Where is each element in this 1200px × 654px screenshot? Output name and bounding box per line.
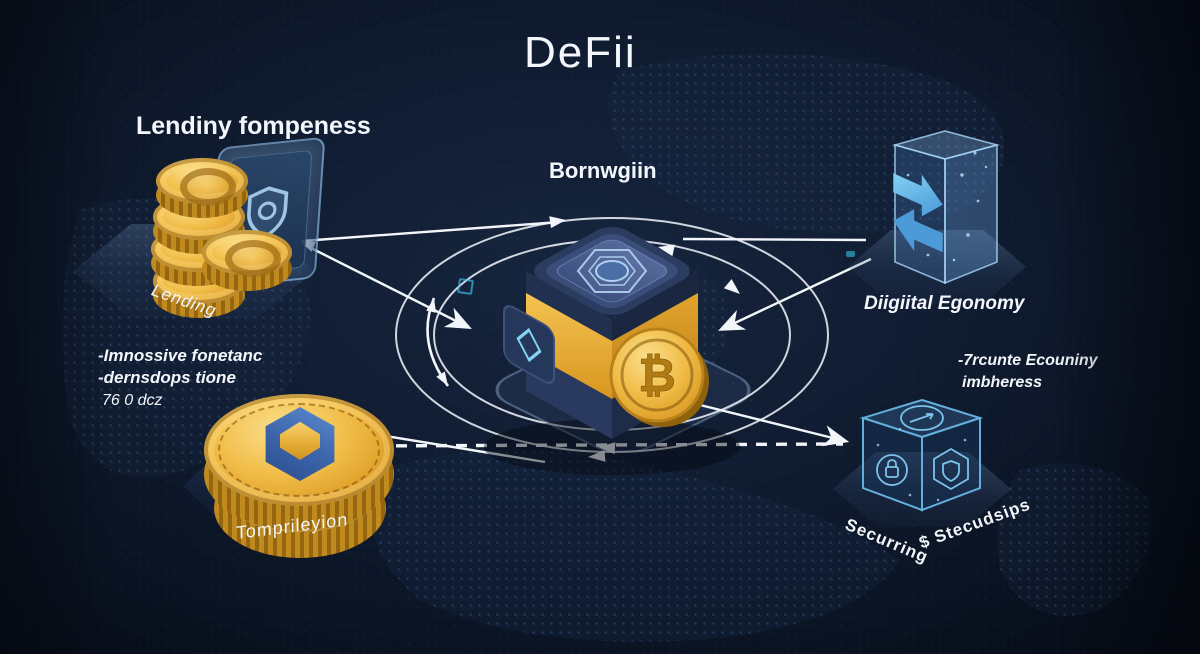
bitcoin-symbol: ₿ — [638, 349, 676, 401]
left-note-3: 76 0 dcz — [102, 392, 163, 409]
borrowing-label: Bornwgiin — [549, 158, 657, 183]
digital-economy-label: Diigiital Egonomy — [864, 293, 1025, 314]
left-note-1: -Imnossive fonetanc — [98, 346, 263, 365]
token-coin-main — [204, 394, 394, 530]
page-title: DeFii — [524, 28, 637, 77]
coin-emblem-icon — [225, 240, 281, 277]
digital-economy-cube — [892, 130, 1001, 285]
defi-vault: ₿ — [484, 227, 740, 475]
coin-emblem-icon — [180, 168, 236, 206]
right-note-1: -7rcunte Ecouniny — [958, 352, 1098, 369]
right-note-2: imbheress — [962, 374, 1043, 391]
left-note-2: -dernsdops tione — [98, 368, 236, 387]
lending-coin-1 — [156, 158, 248, 218]
token-cube-glyph-icon — [280, 421, 320, 460]
lending-coin-front — [202, 230, 292, 291]
lending-heading: Lendiny fompeness — [136, 112, 371, 140]
